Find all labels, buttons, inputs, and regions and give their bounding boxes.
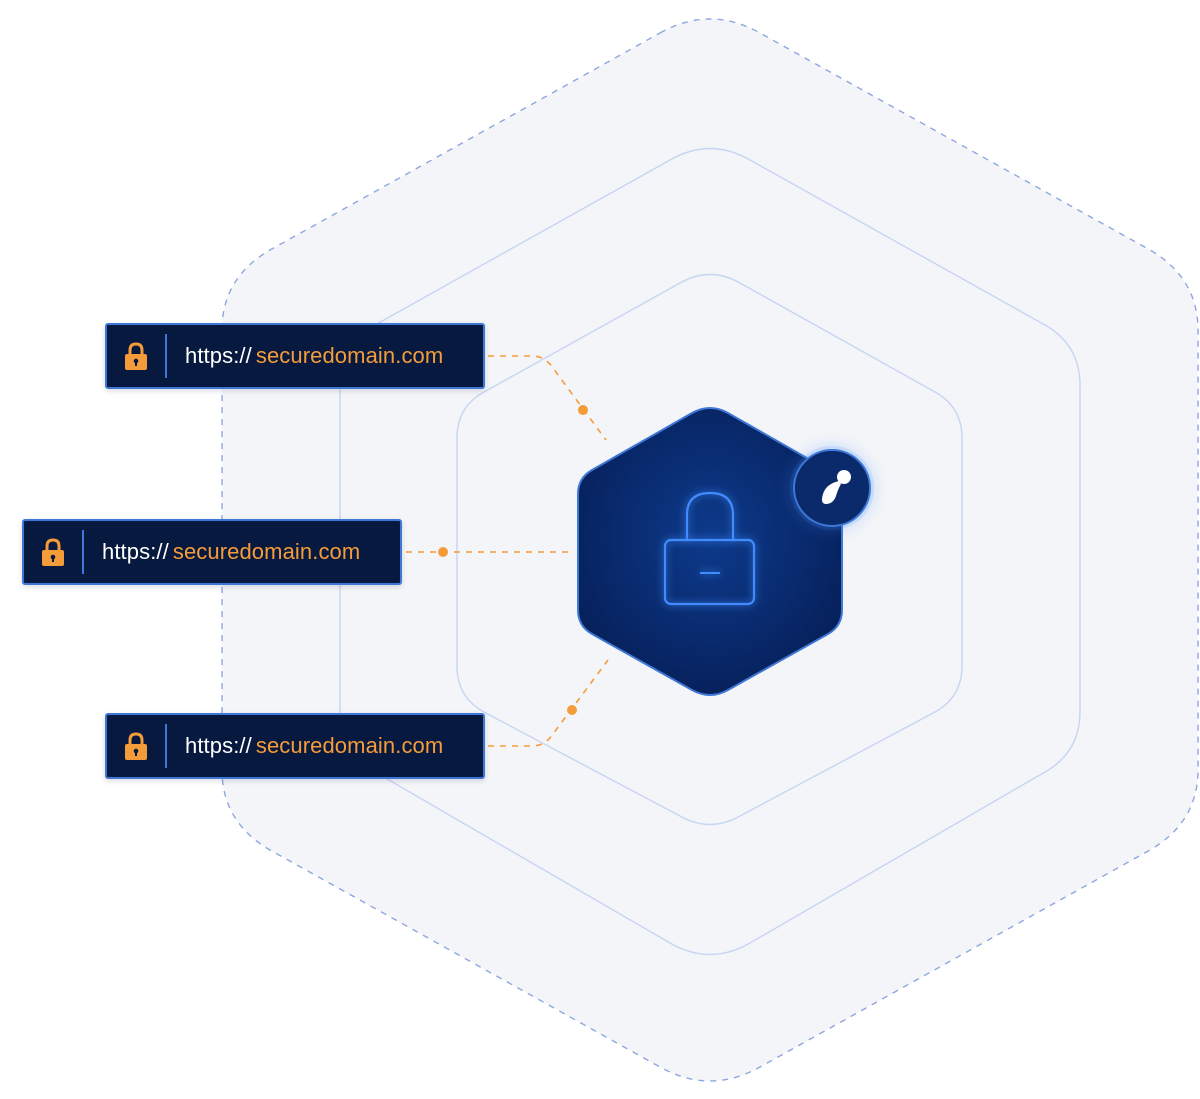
url-domain: securedomain.com	[172, 539, 361, 564]
url-bar-top: https://securedomain.com	[105, 323, 485, 389]
connector-top-dot	[578, 405, 588, 415]
url-scheme: https://	[185, 343, 252, 368]
url-scheme: https://	[102, 539, 169, 564]
padlock-icon	[663, 491, 756, 606]
lock-icon	[125, 342, 147, 370]
url-text: https://securedomain.com	[167, 343, 443, 369]
lock-cell	[107, 334, 167, 378]
brand-badge	[790, 446, 874, 530]
url-domain: securedomain.com	[255, 733, 444, 758]
lock-icon	[42, 538, 64, 566]
connector-middle-dot	[438, 547, 448, 557]
brand-logo-icon	[822, 470, 851, 504]
url-bar-bottom: https://securedomain.com	[105, 713, 485, 779]
url-text: https://securedomain.com	[84, 539, 360, 565]
url-domain: securedomain.com	[255, 343, 444, 368]
url-text: https://securedomain.com	[167, 733, 443, 759]
url-bar-middle: https://securedomain.com	[22, 519, 402, 585]
lock-cell	[107, 724, 167, 768]
lock-icon	[125, 732, 147, 760]
url-scheme: https://	[185, 733, 252, 758]
lock-cell	[24, 530, 84, 574]
connector-bottom-dot	[567, 705, 577, 715]
